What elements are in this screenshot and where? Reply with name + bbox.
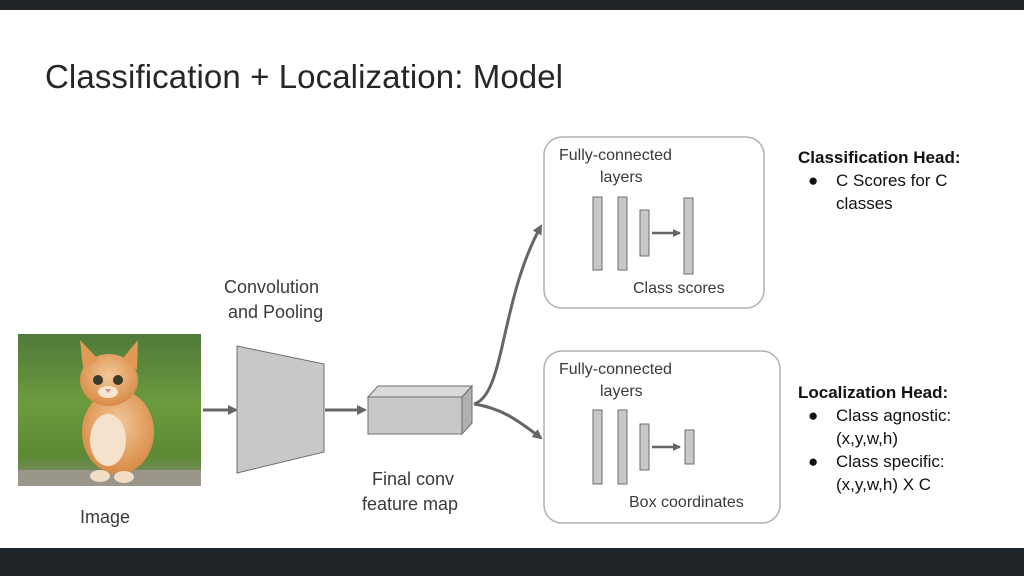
bullet-line2: (x,y,w,h) X C bbox=[836, 475, 932, 494]
fc-layer-bar bbox=[639, 423, 650, 471]
slide-title: Classification + Localization: Model bbox=[45, 58, 564, 95]
list-item: ● Class agnostic: (x,y,w,h) bbox=[798, 404, 1013, 450]
feature-map-block bbox=[366, 384, 474, 436]
bullet-line1: Class specific: bbox=[836, 452, 945, 471]
localization-head-heading: Localization Head: bbox=[798, 383, 949, 402]
top-box-title-line2: layers bbox=[600, 169, 643, 186]
fc-layer-bar bbox=[617, 196, 628, 271]
localization-head-bullets: ● Class agnostic: (x,y,w,h) ● Class spec… bbox=[798, 404, 1013, 496]
bullet-line2: classes bbox=[836, 194, 893, 213]
conv-label-line1: Convolution bbox=[224, 277, 319, 297]
bottom-bar bbox=[0, 548, 1024, 576]
bullet-line2: (x,y,w,h) bbox=[836, 429, 899, 448]
bullet-line1: C Scores for C bbox=[836, 171, 948, 190]
arrow-feature-to-localization bbox=[473, 402, 543, 440]
kitten-image bbox=[18, 334, 201, 486]
localization-fc-box: Fully-connected layers Box coordinates bbox=[543, 350, 781, 524]
image-label: Image bbox=[80, 507, 130, 527]
bullet-dot-icon: ● bbox=[808, 452, 819, 471]
bottom-box-title-line1: Fully-connected bbox=[559, 361, 672, 378]
classification-head-heading: Classification Head: bbox=[798, 148, 961, 167]
fc-layer-bar bbox=[617, 409, 628, 485]
class-scores-bar bbox=[683, 197, 694, 275]
arrow-feature-to-classification bbox=[473, 224, 543, 406]
top-bar bbox=[0, 0, 1024, 10]
classification-head-note: Classification Head: ● C Scores for C cl… bbox=[798, 146, 1013, 215]
fc-layer-bar bbox=[592, 196, 603, 271]
box-coordinates-label: Box coordinates bbox=[629, 494, 744, 511]
classification-fc-box: Fully-connected layers Class scores bbox=[543, 136, 765, 309]
fc-layer-bar bbox=[639, 209, 650, 257]
list-item: ● C Scores for C classes bbox=[798, 169, 1013, 215]
feature-label-line2: feature map bbox=[362, 494, 458, 514]
feature-label-line1: Final conv bbox=[372, 469, 454, 489]
box-coordinates-bar bbox=[684, 429, 695, 465]
list-item: ● Class specific: (x,y,w,h) X C bbox=[798, 450, 1013, 496]
fc-layer-bar bbox=[592, 409, 603, 485]
classification-head-bullets: ● C Scores for C classes bbox=[798, 169, 1013, 215]
bullet-line1: Class agnostic: bbox=[836, 406, 952, 425]
top-box-title-line1: Fully-connected bbox=[559, 147, 672, 164]
conv-label-line2: and Pooling bbox=[228, 302, 323, 322]
class-scores-label: Class scores bbox=[633, 280, 725, 297]
bullet-dot-icon: ● bbox=[808, 406, 819, 425]
bullet-dot-icon: ● bbox=[808, 171, 819, 190]
brand-logo: nz bbox=[782, 540, 820, 581]
localization-head-note: Localization Head: ● Class agnostic: (x,… bbox=[798, 381, 1013, 496]
bottom-box-title-line2: layers bbox=[600, 383, 643, 400]
conv-pool-block bbox=[236, 345, 325, 474]
